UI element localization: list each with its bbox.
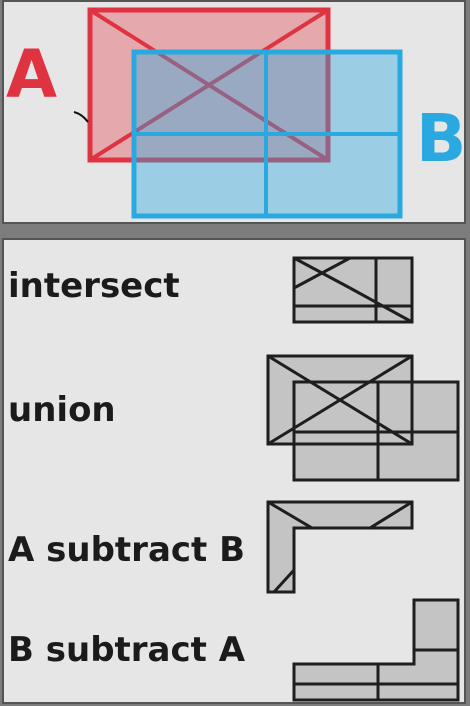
- label-b: B: [416, 100, 467, 177]
- a-subtract-b-icon: [266, 500, 414, 594]
- op-label-union: union: [8, 390, 116, 430]
- pointer-mark: [73, 111, 89, 123]
- union-icon: [266, 354, 460, 482]
- op-label-b-subtract-a: B subtract A: [8, 630, 246, 670]
- operation-results: [266, 256, 460, 702]
- op-label-a-subtract-b: A subtract B: [8, 530, 246, 570]
- b-subtract-a-icon: [292, 598, 460, 702]
- shapes-panel: A B: [2, 0, 466, 224]
- intersect-icon: [292, 256, 414, 324]
- operations-panel: intersect union A subtract B B subtract …: [2, 238, 466, 704]
- op-label-intersect: intersect: [8, 266, 180, 306]
- label-a: A: [6, 36, 58, 113]
- overlap-diagram: [73, 7, 403, 219]
- rect-b: [131, 49, 403, 219]
